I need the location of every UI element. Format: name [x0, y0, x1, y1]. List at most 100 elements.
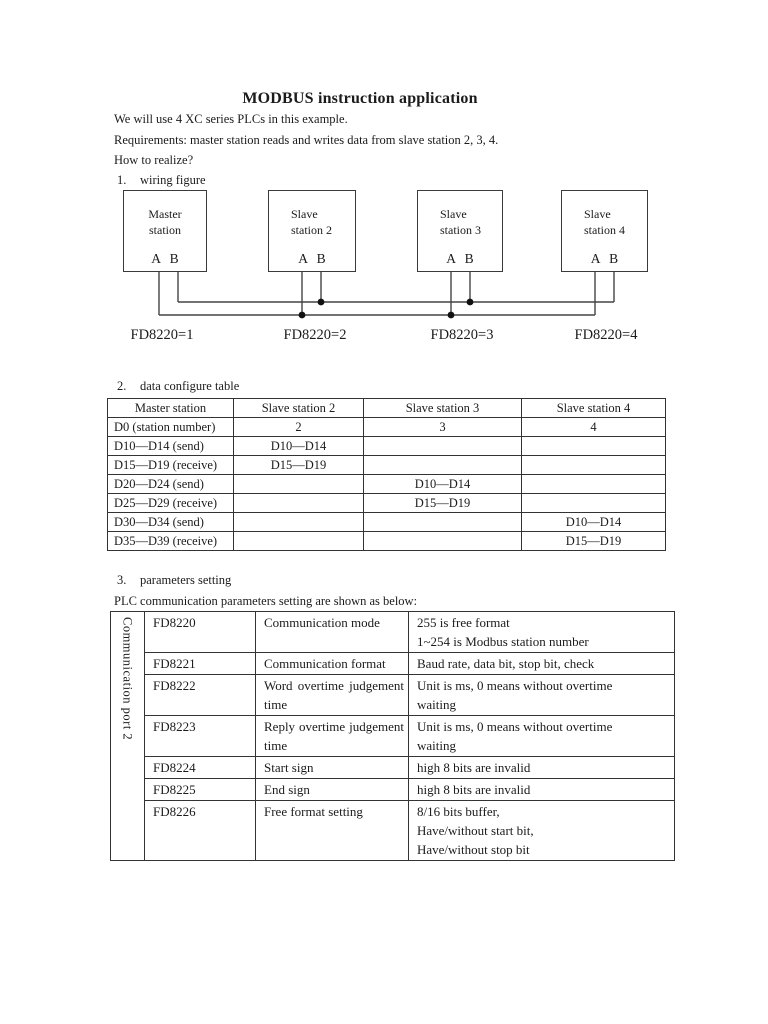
register-cell: FD8226	[144, 800, 256, 861]
table-header-row: Master station Slave station 2 Slave sta…	[107, 398, 666, 418]
table-row: D0 (station number) 2 3 4	[107, 417, 666, 437]
cell: D10—D14	[363, 474, 522, 494]
table-row: FD8224 Start sign high 8 bits are invali…	[111, 756, 675, 779]
cell	[521, 474, 666, 494]
cell: D20—D24 (send)	[107, 474, 234, 494]
table-row: D20—D24 (send) D10—D14	[107, 474, 666, 494]
value-cell: high 8 bits are invalid	[408, 778, 675, 801]
cell	[521, 455, 666, 475]
table-row: D15—D19 (receive) D15—D19	[107, 455, 666, 475]
value-cell: 8/16 bits buffer, Have/without start bit…	[408, 800, 675, 861]
cell	[233, 493, 364, 513]
cell	[233, 474, 364, 494]
table-row: FD8221 Communication format Baud rate, d…	[111, 652, 675, 675]
table-row: D10—D14 (send) D10—D14	[107, 436, 666, 456]
register-cell: FD8222	[144, 674, 256, 716]
description-cell: End sign	[255, 778, 409, 801]
table-row: D35—D39 (receive) D15—D19	[107, 531, 666, 551]
terminal-labels: A B	[298, 251, 326, 266]
fd-setting-label: FD8220=3	[430, 327, 494, 343]
cell: D10—D14	[233, 436, 364, 456]
cell: D30—D34 (send)	[107, 512, 234, 532]
junction-dot	[317, 298, 325, 306]
junction-dot	[447, 311, 455, 319]
value-cell: Baud rate, data bit, stop bit, check	[408, 652, 675, 675]
description-cell: Communication mode	[255, 611, 409, 653]
config-table: Master station Slave station 2 Slave sta…	[107, 398, 666, 551]
section-title: wiring figure	[140, 173, 206, 187]
cell	[363, 436, 522, 456]
value-cell: Unit is ms, 0 means without overtime wai…	[408, 674, 675, 716]
wiring-lines	[158, 272, 615, 319]
register-cell: FD8220	[144, 611, 256, 653]
header-cell: Slave station 3	[363, 398, 522, 418]
params-intro: PLC communication parameters setting are…	[114, 594, 418, 608]
header-cell: Slave station 4	[521, 398, 666, 418]
page-title: MODBUS instruction application	[242, 90, 478, 107]
header-cell: Master station	[107, 398, 234, 418]
section-number: 3.	[117, 573, 127, 587]
cell	[521, 493, 666, 513]
cell	[363, 512, 522, 532]
terminal-labels: A B	[590, 251, 619, 266]
description-cell: Start sign	[255, 756, 409, 779]
cell: 4	[521, 417, 666, 437]
table-row: Communication port 2 FD8220 Communicatio…	[110, 611, 675, 861]
table-row: FD8226 Free format setting 8/16 bits buf…	[111, 800, 675, 861]
register-cell: FD8223	[144, 715, 256, 757]
cell: D35—D39 (receive)	[107, 531, 234, 551]
section-heading-config: 2. data configure table	[117, 379, 239, 394]
cell: D0 (station number)	[107, 417, 234, 437]
description-cell: Free format setting	[255, 800, 409, 861]
cell: D15—D19 (receive)	[107, 455, 234, 475]
intro-line-3: How to realize?	[114, 153, 194, 167]
register-cell: FD8224	[144, 756, 256, 779]
section-title: data configure table	[140, 379, 240, 393]
comm-port-group-cell: Communication port 2	[110, 611, 145, 861]
description-cell: Communication format	[255, 652, 409, 675]
cell: D25—D29 (receive)	[107, 493, 234, 513]
junction-dot	[466, 298, 474, 306]
value-cell: 255 is free format 1~254 is Modbus stati…	[408, 611, 675, 653]
value-cell: high 8 bits are invalid	[408, 756, 675, 779]
section-title: parameters setting	[140, 573, 232, 587]
cell	[233, 531, 364, 551]
cell	[363, 531, 522, 551]
cell	[363, 455, 522, 475]
section-heading-wiring: 1. wiring figure	[117, 173, 206, 188]
cell: 2	[233, 417, 364, 437]
cell: D10—D14 (send)	[107, 436, 234, 456]
cell: 3	[363, 417, 522, 437]
register-cell: FD8221	[144, 652, 256, 675]
description-cell: Word overtime judgement time	[255, 674, 409, 716]
cell: D15—D19	[233, 455, 364, 475]
terminal-labels: A B	[446, 251, 474, 266]
section-heading-params: 3. parameters setting	[117, 573, 231, 588]
junction-dot	[298, 311, 306, 319]
intro-line-1: We will use 4 XC series PLCs in this exa…	[114, 112, 348, 126]
cell	[233, 512, 364, 532]
header-cell: Slave station 2	[233, 398, 364, 418]
section-number: 2.	[117, 379, 127, 393]
table-row: FD8223 Reply overtime judgement time Uni…	[111, 715, 675, 757]
fd-setting-label: FD8220=4	[574, 327, 638, 343]
comm-port-label: Communication port 2	[120, 617, 135, 741]
cell: D15—D19	[363, 493, 522, 513]
table-row: FD8225 End sign high 8 bits are invalid	[111, 778, 675, 801]
table-row: D25—D29 (receive) D15—D19	[107, 493, 666, 513]
description-cell: Reply overtime judgement time	[255, 715, 409, 757]
register-cell: FD8225	[144, 778, 256, 801]
section-number: 1.	[117, 173, 127, 187]
params-table: Communication port 2 FD8220 Communicatio…	[110, 611, 675, 861]
intro-line-2: Requirements: master station reads and w…	[114, 133, 499, 147]
